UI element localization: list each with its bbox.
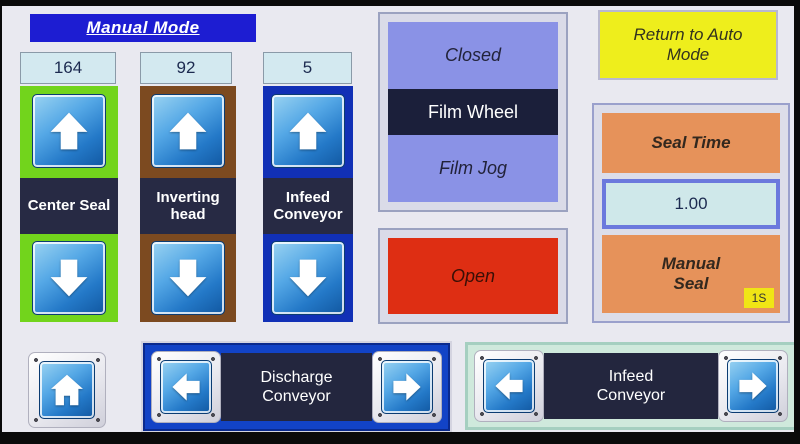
infeed-conveyor-jog-column: Infeed Conveyor [263,86,353,322]
page-title-bar: Manual Mode [30,14,256,42]
infeed-reverse-button[interactable] [483,359,535,413]
film-wheel-panel-inner: Closed Film Wheel Film Jog [388,22,558,202]
right-arrow-icon [393,373,421,401]
infeed-conveyor-counter-display: 5 [263,52,352,84]
center-seal-down-button[interactable] [32,241,106,315]
center-seal-up-button[interactable] [32,94,106,168]
return-to-auto-mode-label: Return to Auto Mode [633,24,743,64]
discharge-conveyor-label-band: Discharge Conveyor [221,353,372,421]
column-label: Center Seal [27,197,111,215]
home-icon [51,374,83,406]
discharge-conveyor-label: Discharge Conveyor [260,368,333,405]
inverting-head-jog-column: Inverting head [140,86,236,322]
infeed-conveyor-panel: Infeed Conveyor [465,342,794,430]
infeed-conveyor-label-band: Infeed Conveyor [544,353,718,419]
return-to-auto-mode-button[interactable]: Return to Auto Mode [598,10,778,80]
seal-time-label: Seal Time [602,113,780,173]
inverting-head-label-band: Inverting head [140,178,236,234]
open-button-frame: Open [378,228,568,324]
up-arrow-icon [289,112,327,150]
home-button[interactable] [39,361,95,419]
discharge-conveyor-panel: Discharge Conveyor [143,343,450,431]
center-seal-counter-display: 164 [20,52,116,84]
center-seal-jog-column: Center Seal [20,86,118,322]
film-wheel-panel: Closed Film Wheel Film Jog [378,12,568,212]
infeed-conveyor-label: Infeed Conveyor [596,367,666,404]
column-label: Infeed Conveyor [273,188,343,223]
seal-mode-badge: 1S [744,288,774,308]
column-label: Inverting head [156,188,220,223]
up-arrow-icon [169,112,207,150]
left-arrow-icon [172,373,200,401]
infeed-conveyor-down-button[interactable] [271,241,345,315]
infeed-forward-button[interactable] [727,359,779,413]
seal-time-panel: Seal Time 1.00 Manual Seal 1S [592,103,790,323]
infeed-conveyor-label-band: Infeed Conveyor [263,178,353,234]
inverting-head-counter-display: 92 [140,52,232,84]
center-seal-label-band: Center Seal [20,178,118,234]
up-arrow-icon [50,112,88,150]
discharge-reverse-button[interactable] [160,360,212,414]
open-button[interactable]: Open [388,238,558,314]
manual-seal-label: Manual Seal [661,253,721,293]
infeed-conveyor-up-button[interactable] [271,94,345,168]
left-arrow-icon [495,372,523,400]
discharge-reverse-button-frame [151,351,221,423]
page-title: Manual Mode [86,18,200,37]
discharge-forward-button-frame [372,351,442,423]
infeed-forward-button-frame [718,350,788,422]
inverting-head-down-button[interactable] [151,241,225,315]
seal-time-value-field[interactable]: 1.00 [602,179,780,229]
film-jog-button[interactable]: Film Jog [388,135,558,202]
right-arrow-icon [739,372,767,400]
manual-seal-button[interactable]: Manual Seal 1S [602,235,780,313]
hmi-screen: Manual Mode 164 92 5 Center Seal Inverti… [2,6,794,432]
down-arrow-icon [289,259,327,297]
infeed-reverse-button-frame [474,350,544,422]
film-wheel-label: Film Wheel [388,89,558,135]
closed-button[interactable]: Closed [388,22,558,89]
home-button-frame [28,352,106,428]
down-arrow-icon [169,259,207,297]
down-arrow-icon [50,259,88,297]
discharge-forward-button[interactable] [381,360,433,414]
inverting-head-up-button[interactable] [151,94,225,168]
